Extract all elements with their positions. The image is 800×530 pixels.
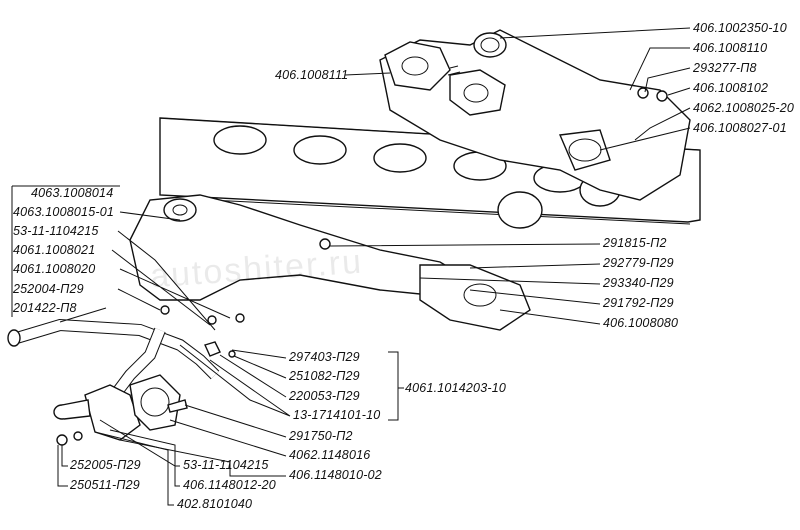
exhaust-manifold bbox=[379, 29, 691, 201]
label-4062-1008025-20: 4062.1008025-20 bbox=[693, 101, 795, 115]
label-291815-p2: 291815-П2 bbox=[603, 236, 667, 250]
label-201422-p8: 201422-П8 bbox=[13, 301, 77, 315]
label-406-1002350-10: 406.1002350-10 bbox=[693, 21, 787, 35]
label-252005-p29: 252005-П29 bbox=[70, 458, 141, 472]
label-291750-p2: 291750-П2 bbox=[289, 429, 353, 443]
label-250511-p29: 250511-П29 bbox=[70, 478, 140, 492]
label-297403-p29: 297403-П29 bbox=[289, 350, 360, 364]
label-402-8101040: 402.8101040 bbox=[177, 497, 253, 511]
label-251082-p29: 251082-П29 bbox=[289, 369, 360, 383]
label-406-1008110: 406.1008110 bbox=[693, 41, 768, 55]
label-406-1008080: 406.1008080 bbox=[603, 316, 679, 330]
label-53-11-1104215: 53-11-1104215 bbox=[13, 224, 99, 238]
label-291792-p29: 291792-П29 bbox=[603, 296, 674, 310]
label-4062-1148016: 4062.1148016 bbox=[289, 448, 371, 462]
label-406-1148012-20: 406.1148012-20 bbox=[183, 478, 276, 492]
leader-lines bbox=[11, 27, 691, 506]
label-406-1148010-02: 406.1148010-02 bbox=[289, 468, 382, 482]
label-292779-p29: 292779-П29 bbox=[603, 256, 674, 270]
label-406-1008111: 406.1008111 bbox=[275, 68, 349, 82]
label-220053-p29: 220053-П29 bbox=[289, 389, 360, 403]
label-4061-1008021: 4061.1008021 bbox=[13, 243, 96, 257]
label-4063-1008015-01: 4063.1008015-01 bbox=[13, 205, 115, 219]
label-4061-1008020: 4061.1008020 bbox=[13, 262, 96, 276]
label-406-1008027-01: 406.1008027-01 bbox=[693, 121, 787, 135]
label-293277-p8: 293277-П8 bbox=[693, 61, 757, 75]
label-4063-1008014: 4063.1008014 bbox=[31, 186, 114, 200]
label-53-11-1104215-bottom: 53-11-1104215 bbox=[183, 458, 269, 472]
label-252004-p29: 252004-П29 bbox=[13, 282, 84, 296]
label-13-1714101-10: 13-1714101-10 bbox=[293, 408, 381, 422]
label-406-1008102: 406.1008102 bbox=[693, 81, 769, 95]
label-293340-p29: 293340-П29 bbox=[603, 276, 674, 290]
label-4061-1014203-10: 4061.1014203-10 bbox=[405, 381, 507, 395]
